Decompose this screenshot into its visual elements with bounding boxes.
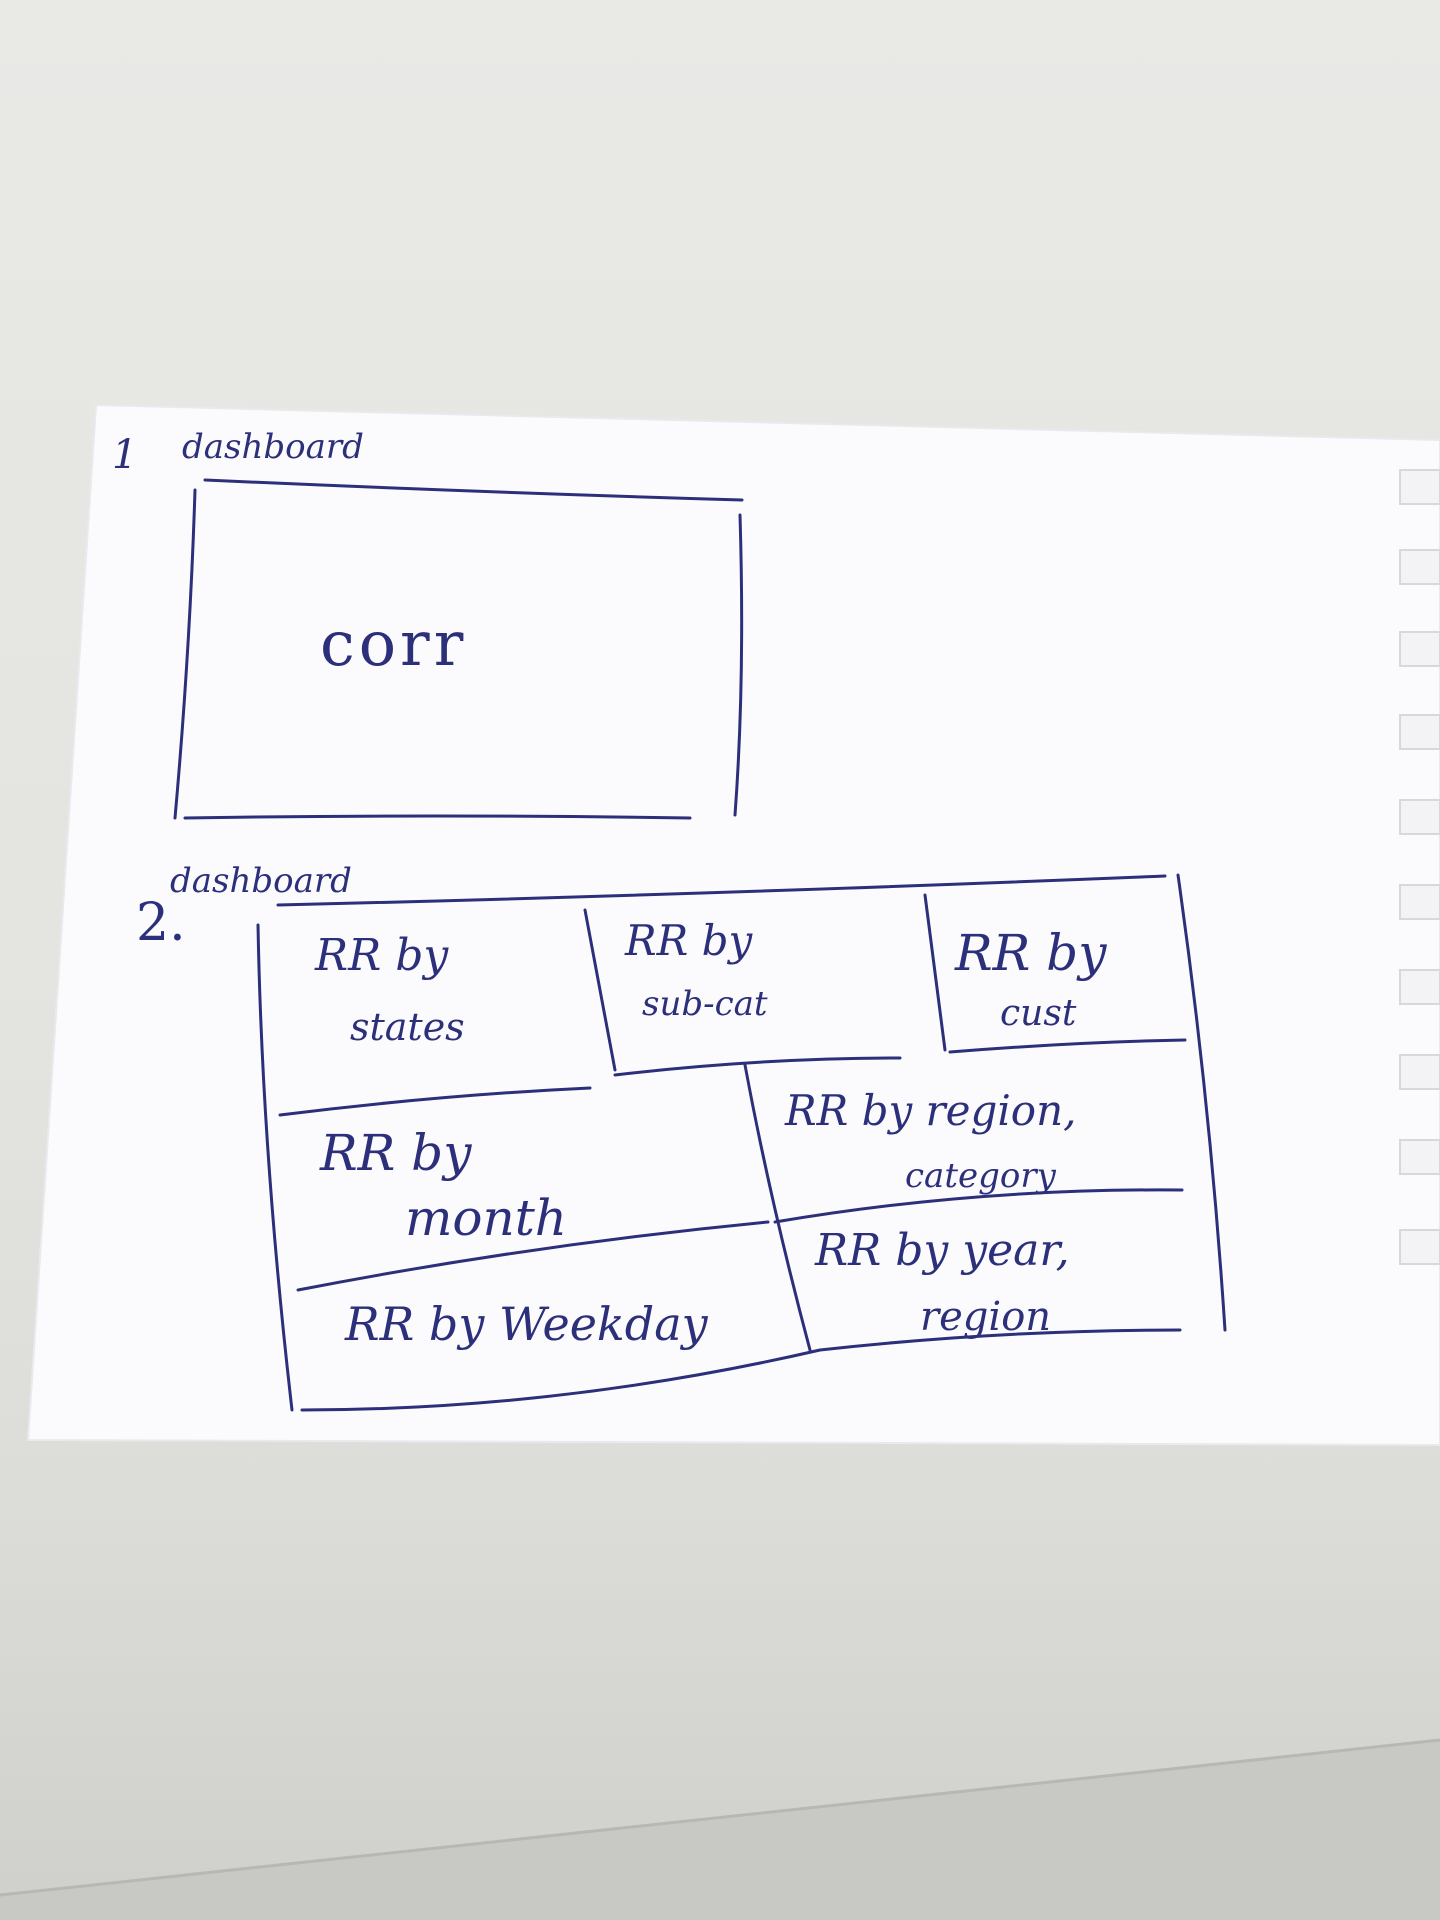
panel-rr-by-sub-cat: RR by sub-cat — [624, 916, 768, 1024]
dashboard-2-title: dashboard — [170, 861, 352, 901]
panel-title: RR by — [954, 924, 1107, 982]
paper-sheet — [26, 403, 1440, 1447]
panel-rr-by-states: RR by states — [314, 930, 465, 1049]
corr-panel-label: corr — [320, 607, 467, 680]
desk-edge-line — [0, 1738, 1440, 1897]
panel-subtitle: month — [405, 1189, 567, 1247]
panel-subtitle: category — [905, 1156, 1057, 1196]
corr-panel-frame — [173, 478, 744, 820]
panel-subtitle: cust — [1000, 993, 1077, 1034]
notebook-tabs — [1399, 469, 1440, 1265]
dashboard-2-grid — [256, 873, 1227, 1412]
panel-title: RR by — [624, 916, 753, 965]
panel-title: RR by — [319, 1124, 472, 1182]
panel-rr-by-month: RR by month — [319, 1124, 567, 1247]
panel-rr-by-cust: RR by cust — [954, 924, 1107, 1034]
dashboard-1: 1 dashboard corr — [112, 427, 744, 820]
panel-title: RR by year, — [814, 1225, 1070, 1276]
panel-title: RR by Weekday — [344, 1297, 709, 1351]
desk-edge — [0, 1740, 1440, 1920]
panel-subtitle: sub-cat — [642, 984, 768, 1024]
panel-title: RR by region, — [784, 1086, 1077, 1135]
dashboard-2: 2. dashboard RR by states — [136, 861, 1227, 1412]
panel-rr-by-region-category: RR by region, category — [784, 1086, 1077, 1196]
panel-subtitle: region — [920, 1294, 1051, 1340]
panel-rr-by-year-region: RR by year, region — [814, 1225, 1070, 1340]
panel-title: RR by — [314, 930, 449, 981]
dashboard-1-number: 1 — [112, 432, 137, 478]
dashboard-2-number: 2. — [136, 893, 186, 953]
dashboard-1-title: dashboard — [182, 427, 364, 467]
panel-subtitle: states — [350, 1005, 465, 1049]
panel-rr-by-weekday: RR by Weekday — [344, 1297, 709, 1351]
